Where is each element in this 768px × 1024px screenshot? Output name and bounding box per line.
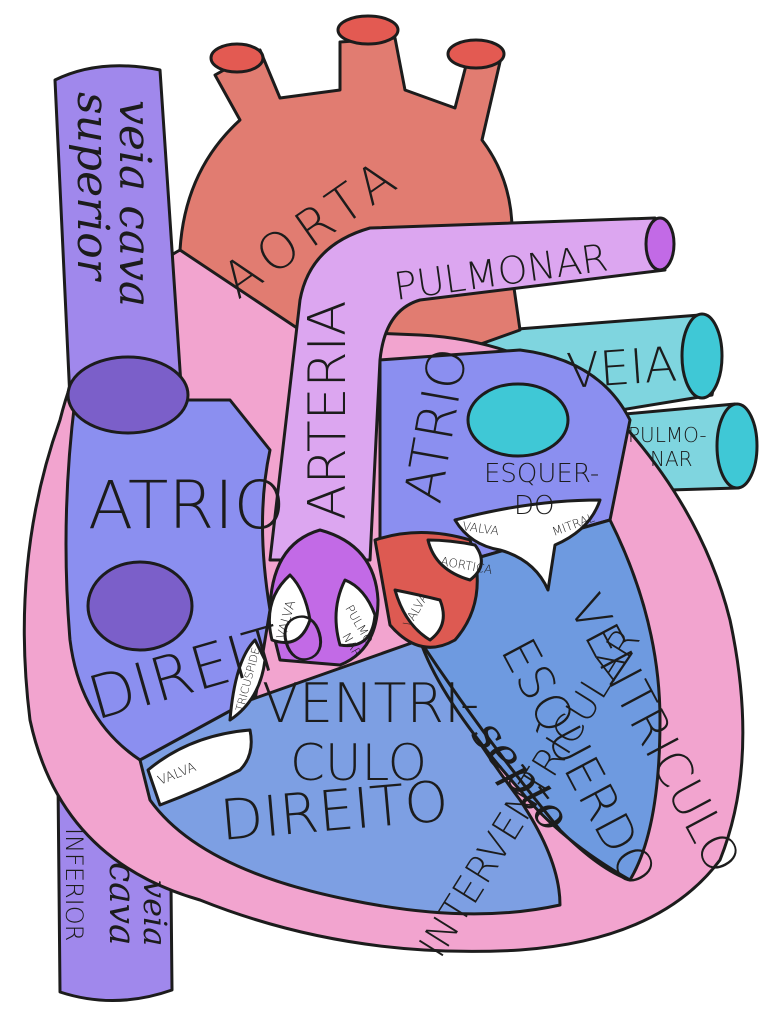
aorta-branch-1 bbox=[209, 42, 265, 74]
veia-pulmonar-inner-opening bbox=[466, 382, 570, 458]
valva-mitral-leaflet bbox=[453, 498, 602, 592]
atrio-esquerdo-label-do: DO bbox=[514, 491, 555, 521]
veia-pulmonar-label-pulmo: PULMO- bbox=[628, 423, 707, 447]
valva-aortica-leaflet-2 bbox=[426, 538, 483, 582]
ventriculo-direito-label-1: VENTRI- bbox=[262, 672, 479, 735]
septo-line bbox=[398, 608, 632, 882]
veia-pulmonar-label: VEIA bbox=[565, 336, 679, 400]
valva-tricuspide-upper-leaflet bbox=[228, 638, 267, 722]
veia-cava-inferior-label-1: veia bbox=[136, 880, 174, 946]
atrio-esquerdo-label-esquer: ESQUER- bbox=[484, 459, 599, 489]
veia-cava-superior-opening bbox=[66, 355, 190, 435]
veia-cava-inferior-label-2: cava bbox=[101, 862, 142, 945]
veia-cava-inferior-label-3: INFERIOR bbox=[60, 828, 88, 941]
aorta-branch-3 bbox=[446, 38, 506, 70]
valva-pulmonar-left-leaflet bbox=[267, 573, 312, 644]
veia-pulmonar-label-nar: NAR bbox=[650, 447, 693, 471]
veia-cava-superior-label-2: superior bbox=[67, 92, 118, 283]
arteria-pulmonar-opening bbox=[644, 216, 676, 272]
valva-aortica-leaflet-1 bbox=[393, 588, 445, 642]
valva-tricuspide-lower-leaflet bbox=[146, 728, 253, 807]
veia-pulmonar-upper-opening bbox=[680, 312, 724, 400]
ventriculo-direito-label-2: CULO bbox=[290, 734, 427, 792]
arteria-label: ARTERIA bbox=[298, 300, 358, 520]
valva-mitral-label-1: VALVA bbox=[462, 519, 500, 538]
veia-pulmonar-lower-opening bbox=[715, 402, 759, 490]
atrio-direito-label-1: ATRIO bbox=[88, 467, 286, 544]
aorta-branch-2 bbox=[336, 14, 400, 46]
valva-pulmonar-right-leaflet bbox=[334, 578, 377, 648]
veia-cava-superior-label-1: veia cava bbox=[109, 100, 160, 307]
veia-cava-inferior-opening bbox=[86, 560, 194, 652]
